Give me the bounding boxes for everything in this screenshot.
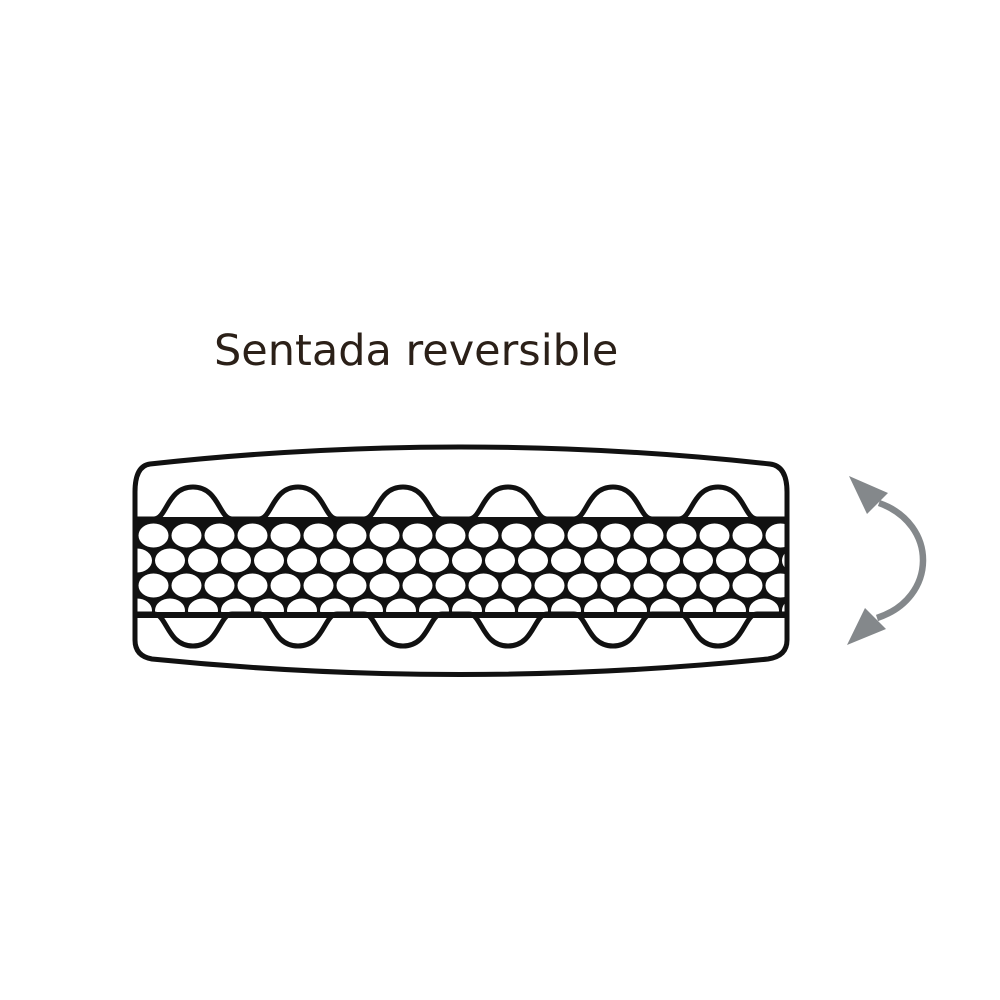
figure-title: Sentada reversible: [214, 326, 619, 376]
mattress-outline: [132, 444, 790, 677]
flip-arrow-arc: [875, 499, 927, 622]
flip-arrow-icon: [847, 476, 927, 645]
flip-arrow-head-top: [849, 476, 888, 514]
flip-arrow-head-bottom: [847, 608, 886, 645]
mattress-top-wave-layer: [133, 484, 789, 522]
mattress-bottom-wave-layer: [133, 611, 789, 649]
mattress-core-cells: [137, 523, 785, 612]
